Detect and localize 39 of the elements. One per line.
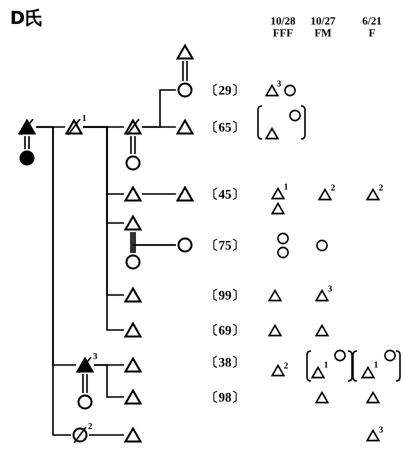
- marriage-line: [182, 60, 188, 82]
- superscript-number: 3: [93, 351, 98, 361]
- title: D氏: [10, 7, 43, 30]
- connector-line: [142, 89, 176, 128]
- superscript-number: 1: [374, 360, 378, 370]
- column-header: 6/21: [362, 16, 382, 28]
- column-header: FFF: [272, 28, 294, 40]
- case-number: 〔75〕: [206, 238, 244, 252]
- marriage-line: [24, 135, 30, 150]
- superscript-number: 3: [378, 426, 384, 434]
- case-number: 〔98〕: [206, 390, 244, 404]
- connector-line: [132, 244, 176, 253]
- case-number: 〔99〕: [206, 288, 244, 302]
- marriage-line: [82, 373, 88, 394]
- column-header: 10/27: [310, 16, 336, 28]
- column-header: FM: [314, 28, 332, 40]
- superscript-number: 1: [82, 113, 86, 123]
- case-number: 〔38〕: [206, 356, 244, 368]
- superscript-number: 1: [284, 182, 288, 192]
- superscript-number: 3: [276, 80, 282, 88]
- column-header: 10/28: [270, 16, 296, 28]
- superscript-number: 2: [284, 362, 288, 370]
- connector-line: [83, 126, 124, 331]
- superscript-number: 2: [330, 184, 336, 192]
- case-number: 〔69〕: [206, 324, 244, 336]
- superscript-number: 2: [88, 421, 92, 431]
- connector-line: [94, 364, 124, 398]
- case-number: 〔65〕: [206, 120, 244, 134]
- superscript-number: 1: [324, 360, 328, 370]
- case-number: 〔29〕: [206, 84, 244, 96]
- marriage-line: [130, 231, 136, 254]
- superscript-number: 3: [328, 284, 332, 294]
- connector-line: [142, 193, 176, 195]
- case-number: 〔45〕: [206, 188, 244, 200]
- connector-line: [89, 434, 124, 436]
- marriage-line: [130, 135, 136, 155]
- superscript-number: 2: [378, 184, 384, 192]
- column-header: F: [368, 28, 376, 40]
- connector-line: [36, 126, 71, 436]
